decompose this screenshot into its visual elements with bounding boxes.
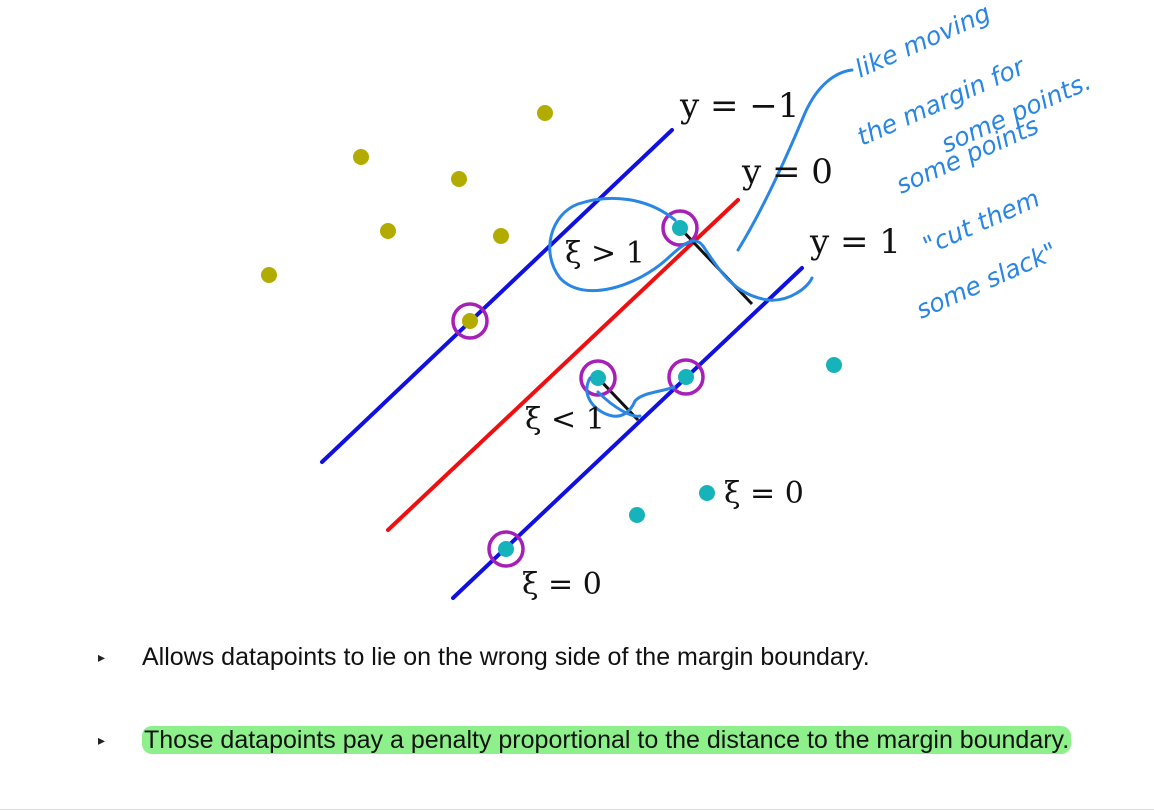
data-point-positive [462,313,478,329]
support-vector-rings [451,209,705,568]
data-point-negative [826,357,842,373]
bullet-item: ▸ Allows datapoints to lie on the wrong … [98,640,1108,675]
data-point-positive [380,223,396,239]
slack-segment-small [596,376,640,422]
support-vector-ring [661,209,699,247]
label-xi-eq-0-bottom: ξ = 0 [522,567,602,602]
margin-line-y-neg1 [320,128,674,464]
data-point-positive [353,149,369,165]
data-point-positive [451,171,467,187]
data-point-negative [498,541,514,557]
data-point-negative [672,220,688,236]
bullet-item: ▸ Those datapoints pay a penalty proport… [98,723,1108,758]
support-vector-ring [579,359,617,397]
bullet-triangle-icon: ▸ [98,649,106,665]
data-point-positive [261,267,277,283]
support-vector-ring [667,358,705,396]
data-point-negative [629,507,645,523]
large-slack-loop [548,196,814,302]
negative-class-points [498,220,842,557]
data-point-positive [537,105,553,121]
highlighted-bullet-text: Those datapoints pay a penalty proportio… [142,726,1072,754]
data-point-positive [493,228,509,244]
label-xi-gt-1: ξ > 1 [565,236,645,271]
note-pointer [736,68,854,252]
handwritten-note: like moving the margin for some points. … [851,0,1096,324]
bullet-triangle-icon: ▸ [98,732,106,748]
data-point-negative [678,369,694,385]
label-xi-lt-1: ξ < 1 [525,402,605,437]
support-vector-ring [451,302,489,340]
label-y-neg1: y = −1 [679,86,799,126]
data-point-negative [699,485,715,501]
support-vector-ring [487,530,525,568]
margin-lines [320,128,804,600]
bullet-text: Allows datapoints to lie on the wrong si… [142,643,870,671]
label-y-1: y = 1 [809,222,901,262]
data-point-negative [590,370,606,386]
positive-class-points [261,105,553,329]
small-slack-loop [585,376,676,418]
decision-boundary-y-0 [386,198,740,532]
svm-soft-margin-diagram: y = −1 y = 0 y = 1 ξ > 1 ξ < 1 ξ = 0 ξ =… [261,0,1096,602]
label-xi-eq-0-right: ξ = 0 [724,476,804,511]
handwritten-annotation-strokes [548,68,854,418]
small-slack-tail [596,390,642,418]
equation-labels: y = −1 y = 0 y = 1 ξ > 1 ξ < 1 ξ = 0 ξ =… [522,86,901,602]
bullet-list: ▸ Allows datapoints to lie on the wrong … [98,640,1108,758]
label-y-0: y = 0 [741,152,833,192]
